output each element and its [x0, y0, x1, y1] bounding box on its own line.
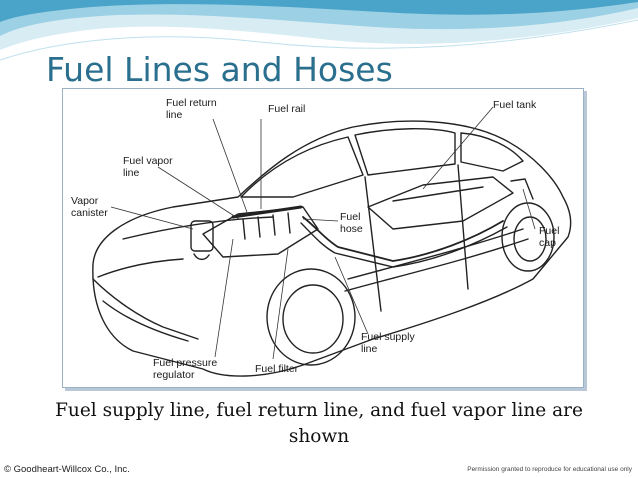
fuel-tank-shape: [367, 176, 514, 230]
label-fuel-return-line: Fuel return line: [166, 97, 217, 121]
permission-footer: Permission granted to reproduce for educ…: [467, 466, 632, 473]
car-body-outline: [92, 120, 572, 377]
header-wave-decoration: [0, 0, 638, 61]
front-side-window: [354, 128, 456, 176]
label-vapor-canister: Vapor canister: [71, 195, 108, 219]
car-fuel-system-illustration: [92, 106, 572, 377]
label-fuel-supply-line: Fuel supply line: [361, 331, 415, 355]
rear-side-window: [460, 132, 524, 172]
label-fuel-rail: Fuel rail: [268, 103, 306, 115]
copyright-footer: © Goodheart-Willcox Co., Inc.: [4, 464, 130, 475]
label-fuel-filter: Fuel filter: [255, 363, 299, 375]
label-fuel-cap: Fuel cap: [539, 225, 560, 249]
label-fuel-pressure-regulator: Fuel pressure regulator: [153, 357, 218, 381]
label-fuel-tank: Fuel tank: [493, 99, 537, 111]
slide-title: Fuel Lines and Hoses: [46, 50, 393, 89]
slide-caption: Fuel supply line, fuel return line, and …: [55, 400, 583, 447]
label-fuel-hose: Fuel hose: [340, 211, 363, 235]
fuel-system-diagram: Fuel return line Fuel rail Fuel tank Fue…: [62, 88, 584, 388]
label-fuel-vapor-line: Fuel vapor line: [123, 155, 173, 179]
windshield: [240, 136, 364, 198]
fuel-supply-line-path: [302, 216, 504, 262]
